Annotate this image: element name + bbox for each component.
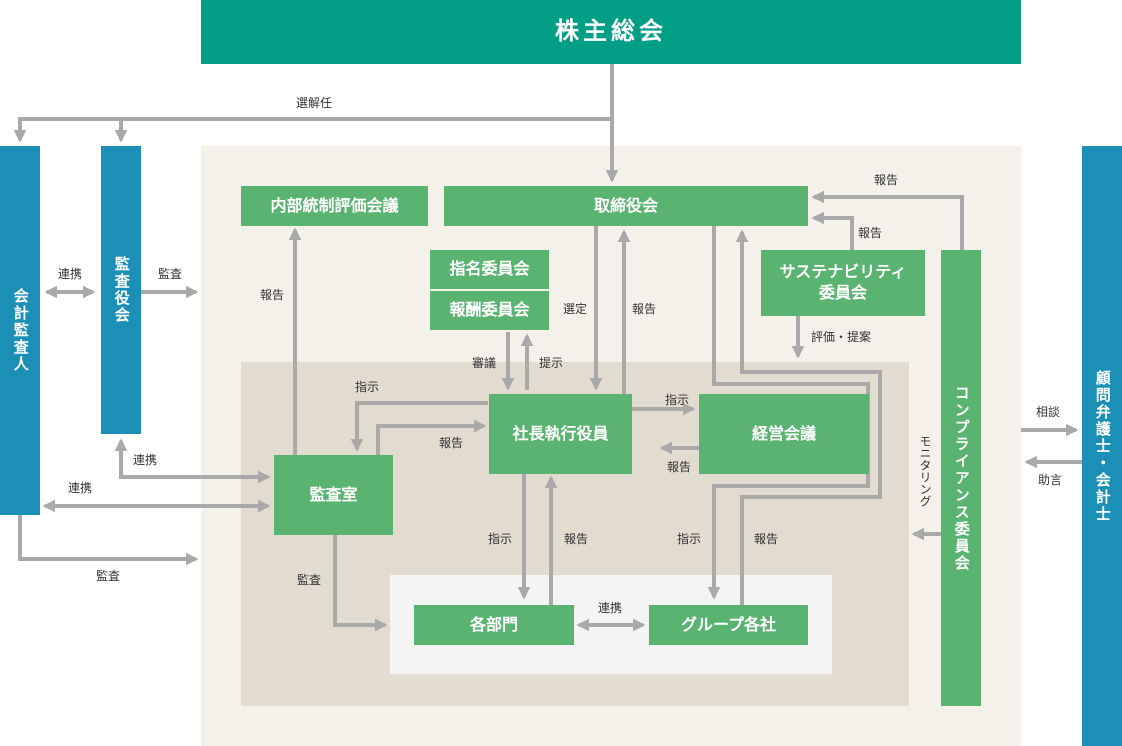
president-executive-officer: 社長執行役員	[489, 394, 632, 474]
compliance-committee: コンプライアンス委員会	[941, 250, 981, 706]
label-report-icc: 報告	[260, 288, 285, 302]
report-audit-arrow	[376, 419, 487, 455]
label-select: 選定	[563, 302, 588, 316]
label-audit-dept: 監査	[297, 573, 322, 587]
accounting-auditor: 会計監査人	[0, 146, 40, 515]
compensation-committee: 報酬委員会	[430, 291, 549, 330]
label-instruct-dept: 指示	[488, 532, 513, 546]
label-report-audit: 報告	[439, 436, 464, 450]
label-advice: 助言	[1038, 473, 1063, 487]
departments: 各部門	[414, 605, 574, 645]
report-group-arrow	[735, 229, 882, 605]
label-coop-mid: 連携	[133, 453, 158, 467]
coop-mid-arrow	[114, 438, 271, 484]
internal-control-council: 内部統制評価会議	[241, 186, 428, 226]
label-coop-low: 連携	[68, 481, 93, 495]
label-instruct-mgmt: 指示	[665, 393, 690, 407]
label-elect: 選解任	[296, 96, 333, 110]
label-instruct-group: 指示	[677, 532, 702, 546]
label-report-mgmt: 報告	[667, 460, 692, 474]
board-of-directors: 取締役会	[444, 186, 808, 226]
label-deliberate: 審議	[472, 356, 497, 370]
label-coop-dept: 連携	[598, 601, 623, 615]
label-coop-left: 連携	[58, 267, 83, 281]
report-comp-arrow	[811, 190, 964, 250]
audit-dept-arrow	[333, 535, 388, 632]
report-sus-arrow	[811, 211, 854, 250]
label-instruct-audit: 指示	[355, 380, 380, 394]
label-report-sus: 報告	[858, 226, 883, 240]
label-eval-propose: 評価・提案	[811, 330, 872, 344]
management-council: 経営会議	[699, 394, 869, 474]
audit-board: 監査役会	[101, 146, 141, 434]
label-monitoring: モニタリング	[918, 435, 932, 507]
label-report-comp: 報告	[874, 173, 899, 187]
label-report-group: 報告	[754, 532, 779, 546]
label-propose: 提示	[539, 356, 564, 370]
label-audit-bottom: 監査	[96, 569, 121, 583]
sustainability-committee: サステナビリティ 委員会	[761, 250, 925, 316]
group-companies: グループ各社	[649, 605, 808, 645]
elect-branch	[13, 117, 612, 143]
nomination-committee: 指名委員会	[430, 250, 549, 289]
label-consult: 相談	[1036, 405, 1061, 419]
label-report-dept: 報告	[564, 532, 589, 546]
legal-accounting-advisors: 顧問弁護士・会計士	[1082, 146, 1122, 746]
audit-bottom-arrow	[18, 515, 199, 566]
instruct-audit-arrow	[350, 401, 488, 452]
label-report-board: 報告	[632, 302, 657, 316]
label-audit-top: 監査	[158, 267, 183, 281]
internal-audit-office: 監査室	[274, 455, 393, 535]
shareholders-meeting: 株主総会	[201, 0, 1021, 64]
